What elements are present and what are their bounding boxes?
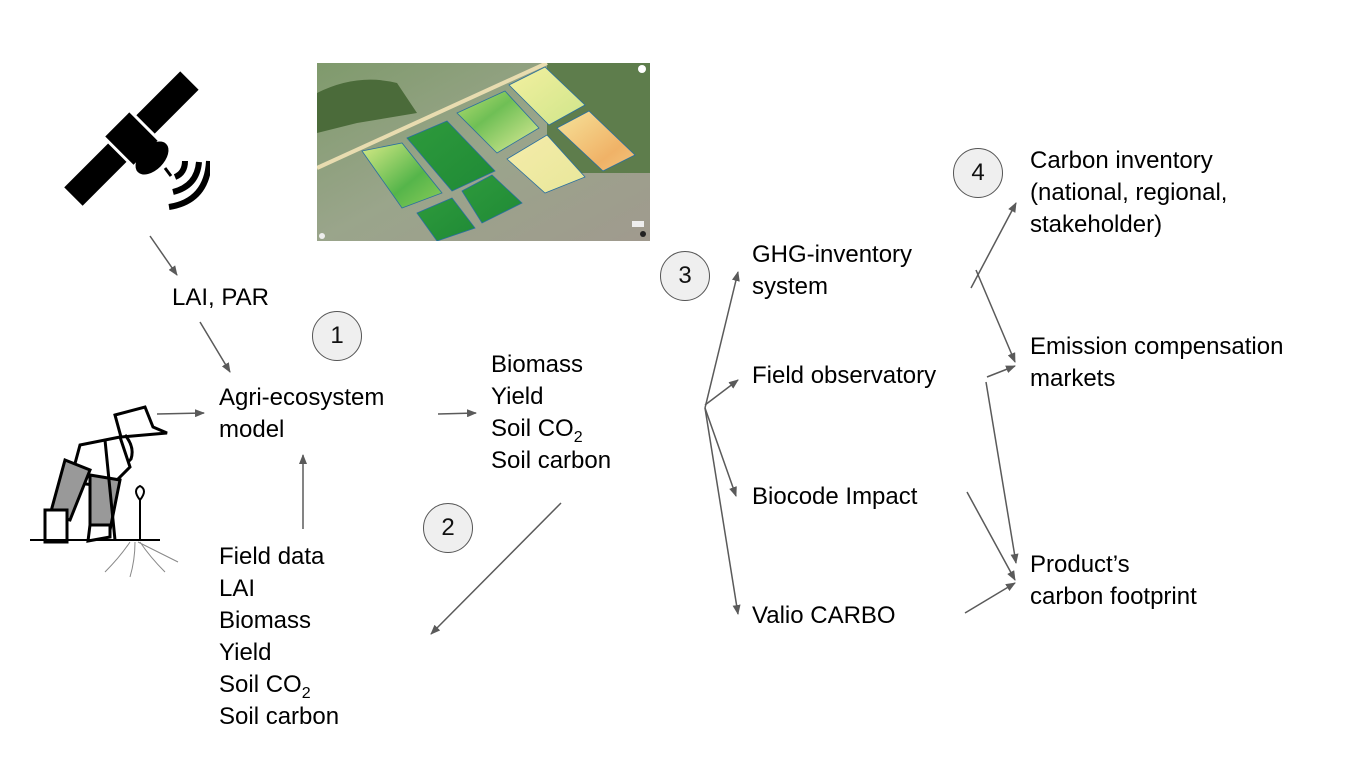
arrow-observatory-to-emission-markets bbox=[986, 365, 1016, 378]
arrow-farmer-to-model bbox=[156, 409, 205, 418]
arrow-biocode-to-product-footprint bbox=[966, 491, 1016, 581]
farmer-digging-icon bbox=[30, 405, 179, 578]
arrow-to-field-observatory bbox=[704, 379, 739, 406]
arrow-lai-to-model bbox=[199, 321, 231, 373]
emission-markets-line: Emission compensation bbox=[1030, 333, 1284, 360]
field-data-node: Field data LAI Biomass Yield Soil CO2 So… bbox=[219, 541, 339, 733]
arrow-satellite-to-lai bbox=[149, 235, 178, 276]
output-item: Soil carbon bbox=[491, 447, 612, 474]
arrow-to-biocode bbox=[704, 407, 737, 497]
carbon-inventory-node: Carbon inventory (national, regional, st… bbox=[1030, 145, 1227, 241]
remote-sensing-label: LAI, PAR bbox=[172, 284, 269, 311]
model-node: Agri-ecosystem model bbox=[219, 382, 384, 446]
arrow-ghg-to-carbon-inventory bbox=[970, 202, 1017, 289]
product-footprint-line: Product’s bbox=[1030, 551, 1130, 578]
product-footprint-line: carbon footprint bbox=[1030, 583, 1197, 610]
arrow-outputs-to-fielddata bbox=[430, 502, 562, 635]
carbon-inventory-line: (national, regional, bbox=[1030, 179, 1228, 206]
arrow-ghg-to-emission-markets bbox=[975, 269, 1016, 363]
output-item: Biomass bbox=[491, 351, 584, 378]
arrow-to-ghg bbox=[704, 271, 740, 409]
field-data-item: Field data bbox=[219, 543, 325, 570]
arrow-to-valio bbox=[704, 407, 741, 615]
output-item: Yield bbox=[491, 383, 544, 410]
step-badge-1: 1 bbox=[312, 311, 362, 361]
field-data-item: Soil CO2 bbox=[219, 671, 311, 702]
model-label-line2: model bbox=[219, 416, 285, 443]
field-map-image bbox=[317, 63, 650, 241]
ghg-inventory-node: GHG-inventory system bbox=[752, 239, 912, 303]
arrow-observatory-to-product-footprint bbox=[985, 381, 1019, 564]
valio-carbo-node: Valio CARBO bbox=[752, 602, 896, 629]
field-data-item: LAI bbox=[219, 575, 256, 602]
satellite-icon bbox=[64, 71, 210, 210]
carbon-inventory-line: Carbon inventory bbox=[1030, 147, 1213, 174]
field-data-item: Yield bbox=[219, 639, 272, 666]
model-label-line1: Agri-ecosystem bbox=[219, 384, 385, 411]
step-badge-2: 2 bbox=[423, 503, 473, 553]
arrow-model-to-outputs bbox=[437, 409, 477, 418]
output-item: Soil CO2 bbox=[491, 415, 583, 446]
field-observatory-node: Field observatory bbox=[752, 362, 937, 389]
field-data-item: Biomass bbox=[219, 607, 312, 634]
carbon-inventory-line: stakeholder) bbox=[1030, 211, 1163, 238]
emission-markets-node: Emission compensation markets bbox=[1030, 331, 1283, 395]
ghg-label-line1: GHG-inventory bbox=[752, 241, 913, 268]
step-badge-4: 4 bbox=[953, 148, 1003, 198]
product-footprint-node: Product’s carbon footprint bbox=[1030, 549, 1197, 613]
field-data-item: Soil carbon bbox=[219, 703, 340, 730]
emission-markets-line: markets bbox=[1030, 365, 1116, 392]
biocode-impact-node: Biocode Impact bbox=[752, 483, 918, 510]
ghg-label-line2: system bbox=[752, 273, 829, 300]
arrow-valio-to-product-footprint bbox=[964, 582, 1016, 614]
model-outputs-node: Biomass Yield Soil CO2 Soil carbon bbox=[491, 349, 611, 477]
step-badge-3: 3 bbox=[660, 251, 710, 301]
